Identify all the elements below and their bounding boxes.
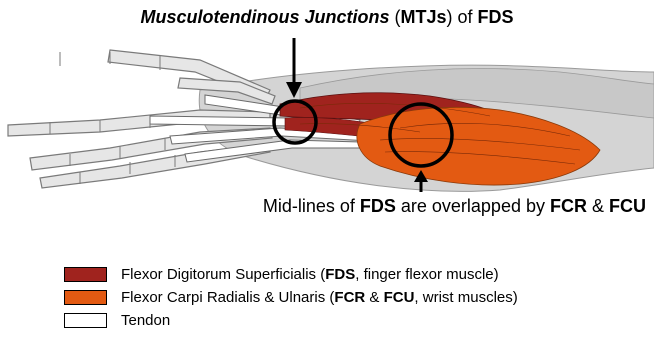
- legend-swatch-tendon: [64, 313, 107, 328]
- legend-item-tendon: Tendon: [64, 309, 518, 331]
- note-fcu: FCU: [609, 196, 646, 216]
- legend-label-fcr-fcu: Flexor Carpi Radialis & Ulnaris (FCR & F…: [121, 289, 518, 306]
- legend-label-fds: Flexor Digitorum Superficialis (FDS, fin…: [121, 266, 499, 283]
- legend-item-fds: Flexor Digitorum Superficialis (FDS, fin…: [64, 263, 518, 285]
- legend-item-fcr-fcu: Flexor Carpi Radialis & Ulnaris (FCR & F…: [64, 286, 518, 308]
- overlap-note: Mid-lines of FDS are overlapped by FCR &…: [0, 195, 654, 217]
- note-fds: FDS: [360, 196, 396, 216]
- legend-swatch-fds: [64, 267, 107, 282]
- legend-label-tendon: Tendon: [121, 312, 170, 329]
- note-fcr: FCR: [550, 196, 587, 216]
- legend: Flexor Digitorum Superficialis (FDS, fin…: [64, 263, 518, 332]
- legend-swatch-fcr-fcu: [64, 290, 107, 305]
- note-text-2: are overlapped by: [396, 196, 550, 216]
- note-text-1: Mid-lines of: [263, 196, 360, 216]
- note-amp: &: [587, 196, 609, 216]
